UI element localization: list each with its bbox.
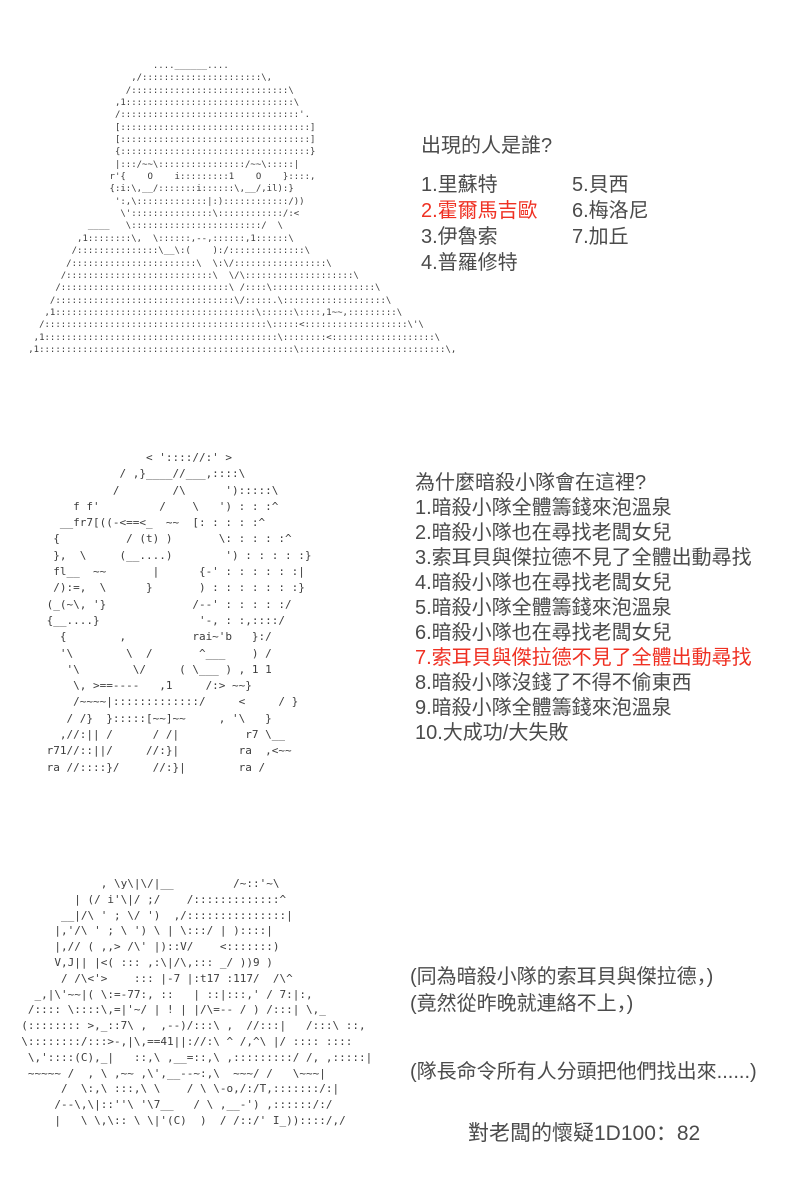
ascii-art-thinking-man: < ':::://:' > / ,}____//___,::::\ / /\ '… — [46, 451, 312, 774]
question-1-options-column-2: 5.貝西 6.梅洛尼 7.加丘 — [572, 172, 649, 250]
option-2-highlighted: 2.霍爾馬吉歐 — [421, 200, 538, 222]
option-3: 3.索耳貝與傑拉德不見了全體出動尋找 — [415, 547, 752, 569]
ascii-art-bald-man: ....______.... ,/::::::::::::::::::::::\… — [28, 61, 457, 355]
option-6: 6.暗殺小隊也在尋找老闆女兒 — [415, 622, 672, 644]
narration-line-1: (同為暗殺小隊的索耳貝與傑拉德，) — [410, 966, 714, 988]
option-1: 1.暗殺小隊全體籌錢來泡溫泉 — [415, 497, 672, 519]
option-10: 10.大成功/大失敗 — [415, 722, 569, 744]
option-6: 6.梅洛尼 — [572, 200, 649, 222]
option-4: 4.普羅修特 — [421, 252, 518, 274]
dice-roll-result: 對老闆的懷疑1D100：82 — [468, 1122, 701, 1145]
option-1: 1.里蘇特 — [421, 174, 498, 196]
option-7: 7.加丘 — [572, 226, 629, 248]
question-2-block: 為什麼暗殺小隊會在這裡? 1.暗殺小隊全體籌錢來泡溫泉 2.暗殺小隊也在尋找老闆… — [415, 471, 752, 746]
option-5: 5.暗殺小隊全體籌錢來泡溫泉 — [415, 597, 672, 619]
option-8: 8.暗殺小隊沒錢了不得不偷東西 — [415, 672, 692, 694]
narration-line-3: (隊長命令所有人分頭把他們找出來......) — [410, 1061, 757, 1083]
question-2-title: 為什麼暗殺小隊會在這裡? — [415, 472, 647, 494]
option-5: 5.貝西 — [572, 174, 629, 196]
ascii-art-wavy-hair-man: , \y\|\/|__ /~::'~\ | (/ i'\|/ ;/ /:::::… — [21, 877, 373, 1127]
option-2: 2.暗殺小隊也在尋找老闆女兒 — [415, 522, 672, 544]
option-3: 3.伊魯索 — [421, 226, 498, 248]
narration-line-2: (竟然從昨晚就連絡不上，) — [410, 993, 634, 1015]
question-1-options-column-1: 1.里蘇特 2.霍爾馬吉歐 3.伊魯索 4.普羅修特 — [421, 172, 538, 276]
question-1-title: 出現的人是誰? — [421, 135, 553, 157]
narration-block: (同為暗殺小隊的索耳貝與傑拉德，) (竟然從昨晚就連絡不上，) — [410, 964, 713, 1018]
option-7-highlighted: 7.索耳貝與傑拉德不見了全體出動尋找 — [415, 647, 752, 669]
option-9: 9.暗殺小隊全體籌錢來泡溫泉 — [415, 697, 672, 719]
option-4: 4.暗殺小隊也在尋找老闆女兒 — [415, 572, 672, 594]
